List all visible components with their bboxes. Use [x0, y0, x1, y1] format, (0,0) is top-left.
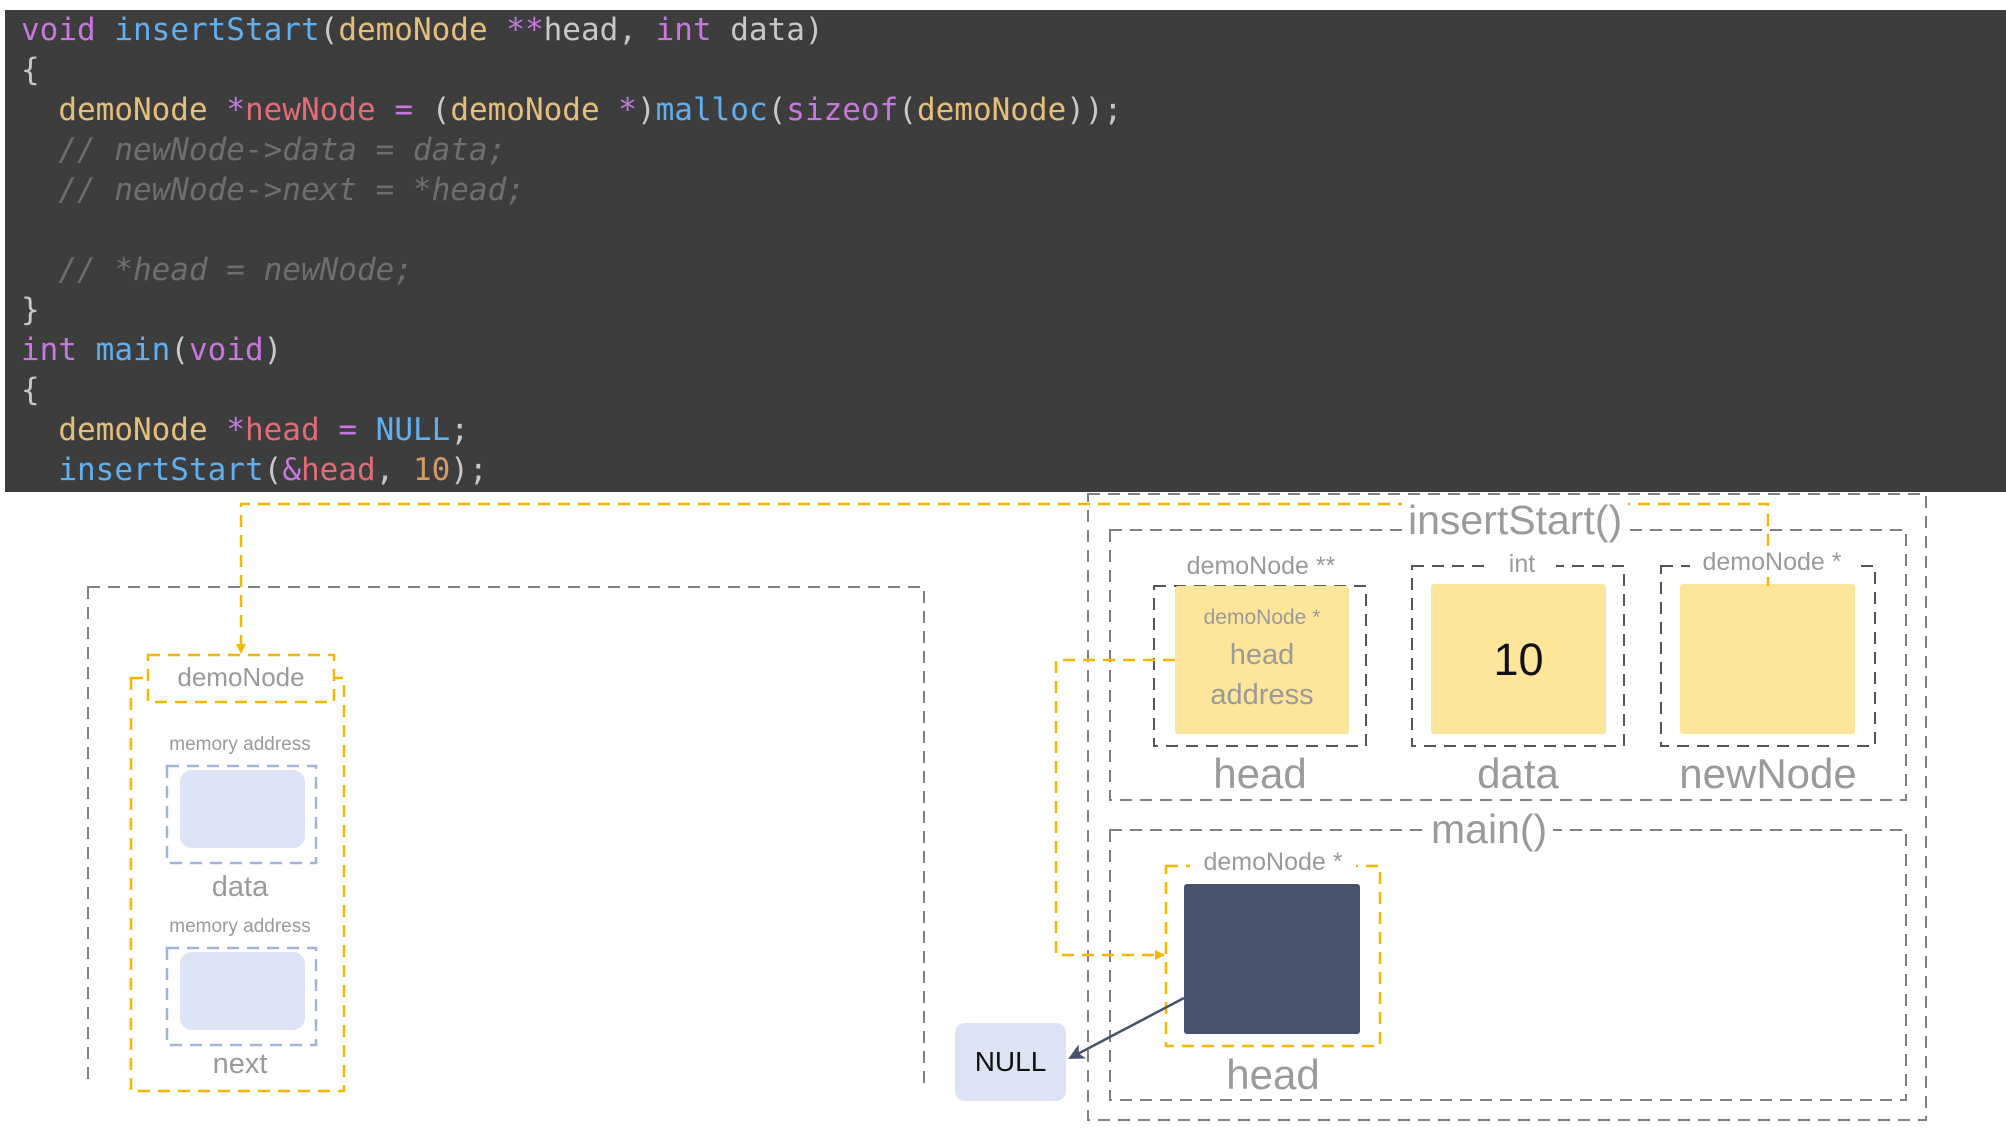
param-head-cell	[1175, 586, 1349, 734]
code-line: }	[21, 290, 40, 330]
code-token: // *head = newNode;	[21, 252, 413, 288]
code-token: demoNode	[450, 92, 600, 128]
heap-node-title-box	[146, 653, 336, 704]
code-token: *	[618, 92, 637, 128]
heap-data-field-box	[165, 764, 318, 865]
code-token: {	[21, 52, 40, 88]
code-token: ));	[1066, 92, 1123, 128]
code-token: main	[95, 332, 171, 368]
param-data-name: data	[1477, 750, 1559, 797]
code-token: demoNode	[58, 412, 208, 448]
code-token: head	[244, 412, 320, 448]
code-line: demoNode *head = NULL;	[21, 410, 469, 450]
code-token: =	[338, 412, 357, 448]
main-head-cell	[1184, 884, 1360, 1034]
code-line: {	[21, 50, 40, 90]
insert-start-frame	[1109, 529, 1907, 801]
local-newnode-type: demoNode *	[1690, 548, 1854, 577]
code-token: (	[319, 12, 339, 48]
code-token: sizeof	[786, 92, 899, 128]
code-line: // newNode->data = data;	[21, 130, 506, 170]
code-token: malloc	[655, 92, 768, 128]
code-token: (	[263, 452, 283, 488]
main-frame	[1109, 829, 1907, 1101]
main-frame-title: main()	[1425, 806, 1554, 853]
null-label: NULL	[974, 1046, 1047, 1077]
code-token: demoNode	[58, 92, 208, 128]
heap-node-type-label: demoNode	[177, 662, 305, 692]
main-head-type: demoNode *	[1190, 848, 1356, 877]
param-head-value-line2: address	[1210, 679, 1314, 711]
heap-next-name: next	[212, 1048, 268, 1080]
code-editor-panel: void insertStart(demoNode **head, int da…	[5, 10, 2006, 492]
code-token: void	[189, 332, 264, 368]
heap-next-field-box	[165, 946, 318, 1047]
code-token: }	[21, 292, 40, 328]
code-token: =	[394, 92, 413, 128]
local-newnode-cell	[1680, 584, 1855, 734]
code-token: )	[263, 332, 283, 368]
code-token: insertStart	[58, 452, 264, 488]
main-head-name: head	[1226, 1051, 1320, 1098]
code-token: *	[226, 92, 245, 128]
param-head-value-type: demoNode *	[1203, 606, 1321, 629]
heap-data-cell	[180, 770, 305, 848]
param-head-name: head	[1213, 750, 1307, 797]
param-data-type: int	[1488, 550, 1556, 579]
null-box	[955, 1023, 1066, 1101]
code-line: {	[21, 370, 40, 410]
code-line: // newNode->next = *head;	[21, 170, 525, 210]
code-token: head,	[543, 12, 656, 48]
code-token: data)	[711, 12, 824, 48]
code-token: (	[170, 332, 189, 368]
heap-next-cell	[180, 952, 305, 1030]
head-param-to-main-head-arrow	[1054, 658, 1175, 960]
heap-data-caption: memory address	[169, 734, 311, 755]
code-token: (	[767, 92, 787, 128]
code-token: // newNode->next = *head;	[21, 172, 525, 208]
code-line: int main(void)	[21, 330, 282, 370]
code-token: *	[226, 412, 245, 448]
code-token: );	[450, 452, 488, 488]
code-token: demoNode	[916, 92, 1067, 128]
local-newnode-name: newNode	[1679, 750, 1857, 797]
code-token: )	[636, 92, 656, 128]
code-token: &	[282, 452, 301, 488]
code-token: demoNode	[338, 12, 488, 48]
code-token: insertStart	[114, 12, 320, 48]
code-token: (	[898, 92, 917, 128]
insert-start-frame-title: insertStart()	[1402, 497, 1629, 544]
code-token: ,	[375, 452, 413, 488]
code-token: head	[300, 452, 376, 488]
code-token: int	[655, 12, 712, 48]
code-line: insertStart(&head, 10);	[21, 450, 488, 490]
code-token: // newNode->data = data;	[21, 132, 507, 168]
code-token: newNode	[244, 92, 376, 128]
param-data-cell	[1431, 584, 1606, 734]
code-token: void	[21, 12, 96, 48]
newnode-to-heap-arrow	[236, 502, 1770, 654]
code-token: **	[506, 12, 544, 48]
code-token: int	[21, 332, 77, 368]
code-token: ;	[450, 412, 469, 448]
main-head-to-null-arrow	[1068, 996, 1185, 1060]
code-token: {	[21, 372, 40, 408]
param-head-type: demoNode **	[1166, 552, 1356, 581]
heap-data-name: data	[211, 871, 269, 903]
code-line: void insertStart(demoNode **head, int da…	[21, 10, 824, 50]
code-token: NULL	[375, 412, 451, 448]
code-line: demoNode *newNode = (demoNode *)malloc(s…	[21, 90, 1122, 130]
param-data-value: 10	[1493, 634, 1544, 685]
code-token: (	[412, 92, 451, 128]
heap-next-caption: memory address	[169, 916, 311, 937]
param-head-value-line1: head	[1229, 639, 1295, 671]
heap-region	[87, 586, 925, 1088]
code-line: // *head = newNode;	[21, 250, 413, 290]
stack-region	[1087, 493, 1927, 1121]
code-token: 10	[412, 452, 451, 488]
